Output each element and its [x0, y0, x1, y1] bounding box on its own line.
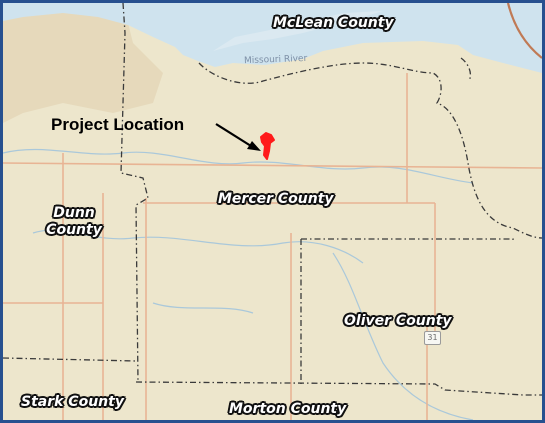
county-label-mclean: McLean County — [273, 15, 394, 31]
stream-line — [332, 252, 474, 420]
county-boundary — [198, 62, 542, 239]
county-boundary — [301, 238, 514, 243]
river-highlight — [213, 11, 383, 51]
road-line — [3, 162, 542, 169]
highway-line — [506, 3, 542, 59]
stream-line — [152, 302, 254, 314]
county-label-dunn-line1: Dunn — [53, 205, 95, 221]
county-boundary — [3, 357, 137, 362]
arrow-pointer-icon — [215, 123, 261, 151]
county-label-stark: Stark County — [21, 394, 124, 410]
stream-line — [3, 148, 474, 184]
roads — [3, 73, 542, 420]
highway-shield-icon: 31 — [424, 331, 441, 345]
county-boundary — [135, 381, 542, 396]
project-marker-polygon — [260, 132, 275, 160]
basemap — [3, 3, 542, 420]
streams — [3, 148, 474, 420]
county-boundary — [460, 57, 472, 82]
project-location-label: Project Location — [51, 115, 185, 134]
county-label-dunn: Dunn County — [39, 205, 109, 239]
county-label-morton: Morton County — [229, 401, 347, 417]
county-boundaries — [3, 3, 542, 396]
stream-line — [32, 229, 364, 264]
county-label-oliver: Oliver County — [344, 313, 452, 329]
county-boundary — [120, 3, 149, 383]
county-label-dunn-line2: County — [46, 222, 102, 238]
county-label-mercer: Mercer County — [218, 191, 334, 207]
